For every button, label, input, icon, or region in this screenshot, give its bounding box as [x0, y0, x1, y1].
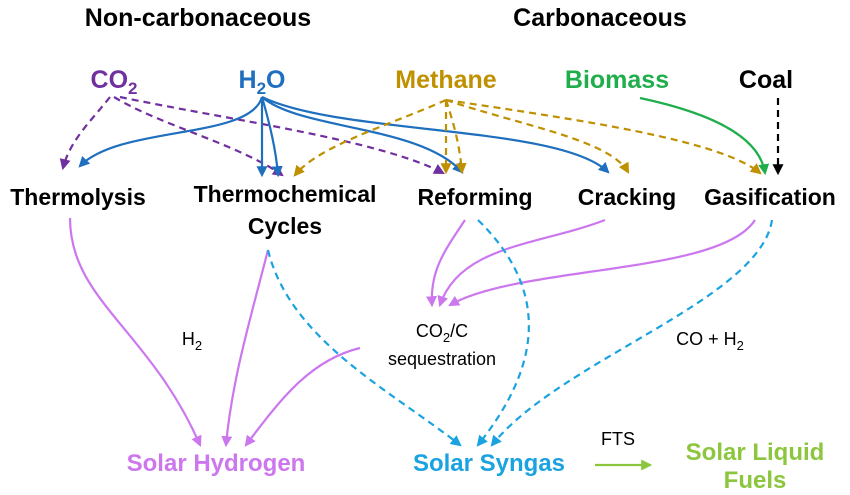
- source-coal: Coal: [739, 66, 793, 94]
- edge-methane-gasification: [445, 98, 762, 175]
- edge-cracking-sequestration: [437, 218, 606, 308]
- edge-thermolysis-hydrogen: [68, 217, 202, 448]
- process-thermolysis: Thermolysis: [10, 184, 146, 210]
- edge-reforming-syngas: [476, 219, 530, 447]
- edge-gasification-syngas: [490, 219, 774, 447]
- edge-h2o-thermochemical-b: [260, 96, 283, 178]
- source-methane: Methane: [395, 66, 497, 94]
- edge-co2-thermolysis: [59, 96, 111, 171]
- edge-biomass-gasification: [639, 96, 770, 176]
- edge-sequestration-hydrogen: [244, 346, 361, 447]
- header-carbonaceous: Carbonaceous: [513, 4, 687, 32]
- edge-reforming-sequestration: [426, 219, 466, 308]
- process-thermochemical-line2: Cycles: [248, 213, 322, 239]
- label-sequestration-line1: CO2/C: [416, 321, 468, 345]
- edge-methane-thermochemical: [293, 98, 447, 177]
- edge-methane-cracking: [445, 98, 630, 174]
- edge-thermochemical-syngas: [266, 249, 462, 447]
- edge-gasification-sequestration: [448, 219, 756, 307]
- edge-thermochemical-hydrogen: [221, 249, 270, 448]
- product-solar-syngas: Solar Syngas: [413, 450, 565, 477]
- process-reforming: Reforming: [418, 184, 533, 210]
- label-co-h2: CO + H2: [676, 329, 744, 353]
- label-fts: FTS: [601, 429, 635, 449]
- source-biomass: Biomass: [565, 66, 669, 94]
- header-non-carbonaceous: Non-carbonaceous: [85, 4, 311, 32]
- label-h2: H2: [182, 329, 202, 353]
- edge-co2-reforming: [119, 95, 445, 175]
- product-solar-hydrogen: Solar Hydrogen: [127, 450, 306, 477]
- edge-h2o-thermolysis: [78, 96, 264, 168]
- source-h2o: H2O: [239, 66, 286, 98]
- product-solar-liquid-fuels-line1: Solar Liquid: [686, 439, 825, 466]
- source-co2: CO2: [91, 66, 138, 98]
- product-solar-liquid-fuels-line2: Fuels: [724, 467, 787, 494]
- label-sequestration-line2: sequestration: [388, 349, 496, 369]
- process-cracking: Cracking: [578, 184, 676, 210]
- process-thermochemical-line1: Thermochemical: [194, 181, 377, 207]
- edge-h2o-cracking: [261, 96, 610, 174]
- process-gasification: Gasification: [704, 184, 836, 210]
- edge-methane-reforming-b: [444, 99, 467, 175]
- edge-h2o-reforming: [261, 96, 464, 174]
- edge-co2-thermochemical: [113, 96, 284, 177]
